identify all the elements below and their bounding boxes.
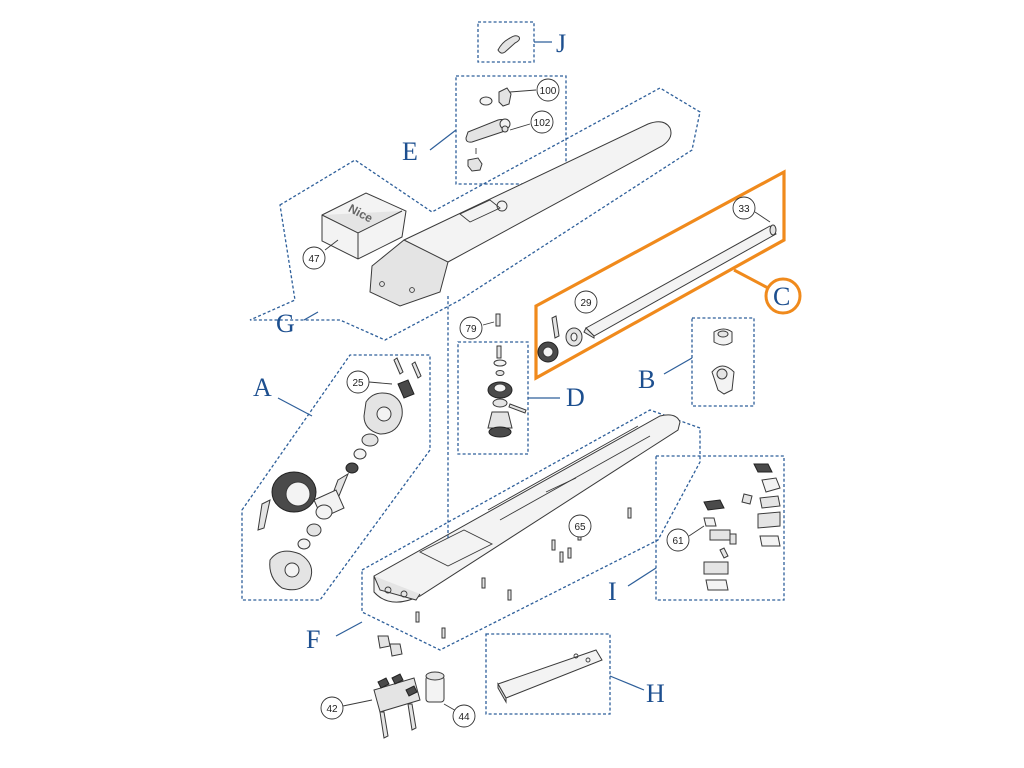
group-f[interactable]: F 65: [306, 409, 701, 654]
group-label-f: F: [306, 625, 320, 654]
callout-33[interactable]: 33: [732, 196, 771, 223]
svg-text:61: 61: [672, 536, 684, 547]
group-i[interactable]: I 61: [608, 455, 785, 606]
small-hardware-parts: [703, 463, 781, 591]
group-b[interactable]: B: [638, 317, 755, 407]
callout-100[interactable]: 100: [509, 78, 560, 102]
group-h[interactable]: H: [485, 633, 665, 715]
callout-29[interactable]: 29: [574, 290, 598, 314]
group-label-h: H: [646, 679, 665, 708]
drive-shaft-part: [537, 224, 777, 363]
gear-assembly-part: [487, 345, 527, 438]
group-label-c: C: [773, 282, 790, 311]
callout-25[interactable]: 25: [346, 370, 393, 394]
base-chassis-part: [373, 414, 681, 603]
group-label-a: A: [253, 373, 272, 402]
group-j[interactable]: J: [477, 21, 566, 63]
group-label-j: J: [556, 29, 566, 58]
svg-text:79: 79: [465, 324, 477, 335]
release-key-part: [497, 35, 520, 54]
callout-65[interactable]: 65: [568, 514, 592, 538]
terminal-block-parts: [373, 635, 421, 739]
callout-47[interactable]: 47: [302, 239, 339, 270]
release-lever-parts: [465, 87, 512, 172]
callout-102[interactable]: 102: [509, 110, 554, 134]
group-c-highlighted[interactable]: C 29 33: [534, 169, 802, 381]
motor-parts: [257, 357, 422, 591]
callout-44[interactable]: 44: [443, 703, 476, 728]
group-label-b: B: [638, 365, 655, 394]
group-d[interactable]: D 79: [457, 313, 585, 455]
group-label-g: G: [276, 309, 295, 338]
group-label-e: E: [402, 137, 418, 166]
capacitor-part: [425, 671, 445, 703]
svg-text:25: 25: [352, 378, 364, 389]
svg-text:65: 65: [574, 522, 586, 533]
svg-text:100: 100: [540, 86, 557, 97]
group-g[interactable]: G Nice 47: [249, 87, 701, 341]
svg-text:102: 102: [534, 118, 551, 129]
svg-text:44: 44: [458, 712, 470, 723]
svg-text:33: 33: [738, 204, 750, 215]
group-a[interactable]: A 25: [241, 354, 431, 601]
group-label-d: D: [566, 383, 585, 412]
screws: [415, 507, 632, 639]
callout-42[interactable]: 42: [320, 696, 373, 720]
svg-text:29: 29: [580, 298, 592, 309]
callout-61[interactable]: 61: [666, 525, 705, 552]
bracket-parts: [711, 328, 735, 395]
group-label-i: I: [608, 577, 617, 606]
housing-cover-part: [369, 121, 672, 307]
svg-text:47: 47: [308, 254, 320, 265]
group-e[interactable]: E 100 102: [402, 75, 567, 185]
nice-cover-part: Nice: [321, 192, 407, 260]
svg-text:42: 42: [326, 704, 338, 715]
callout-79[interactable]: 79: [459, 313, 501, 340]
mounting-strip-part: [497, 649, 603, 704]
